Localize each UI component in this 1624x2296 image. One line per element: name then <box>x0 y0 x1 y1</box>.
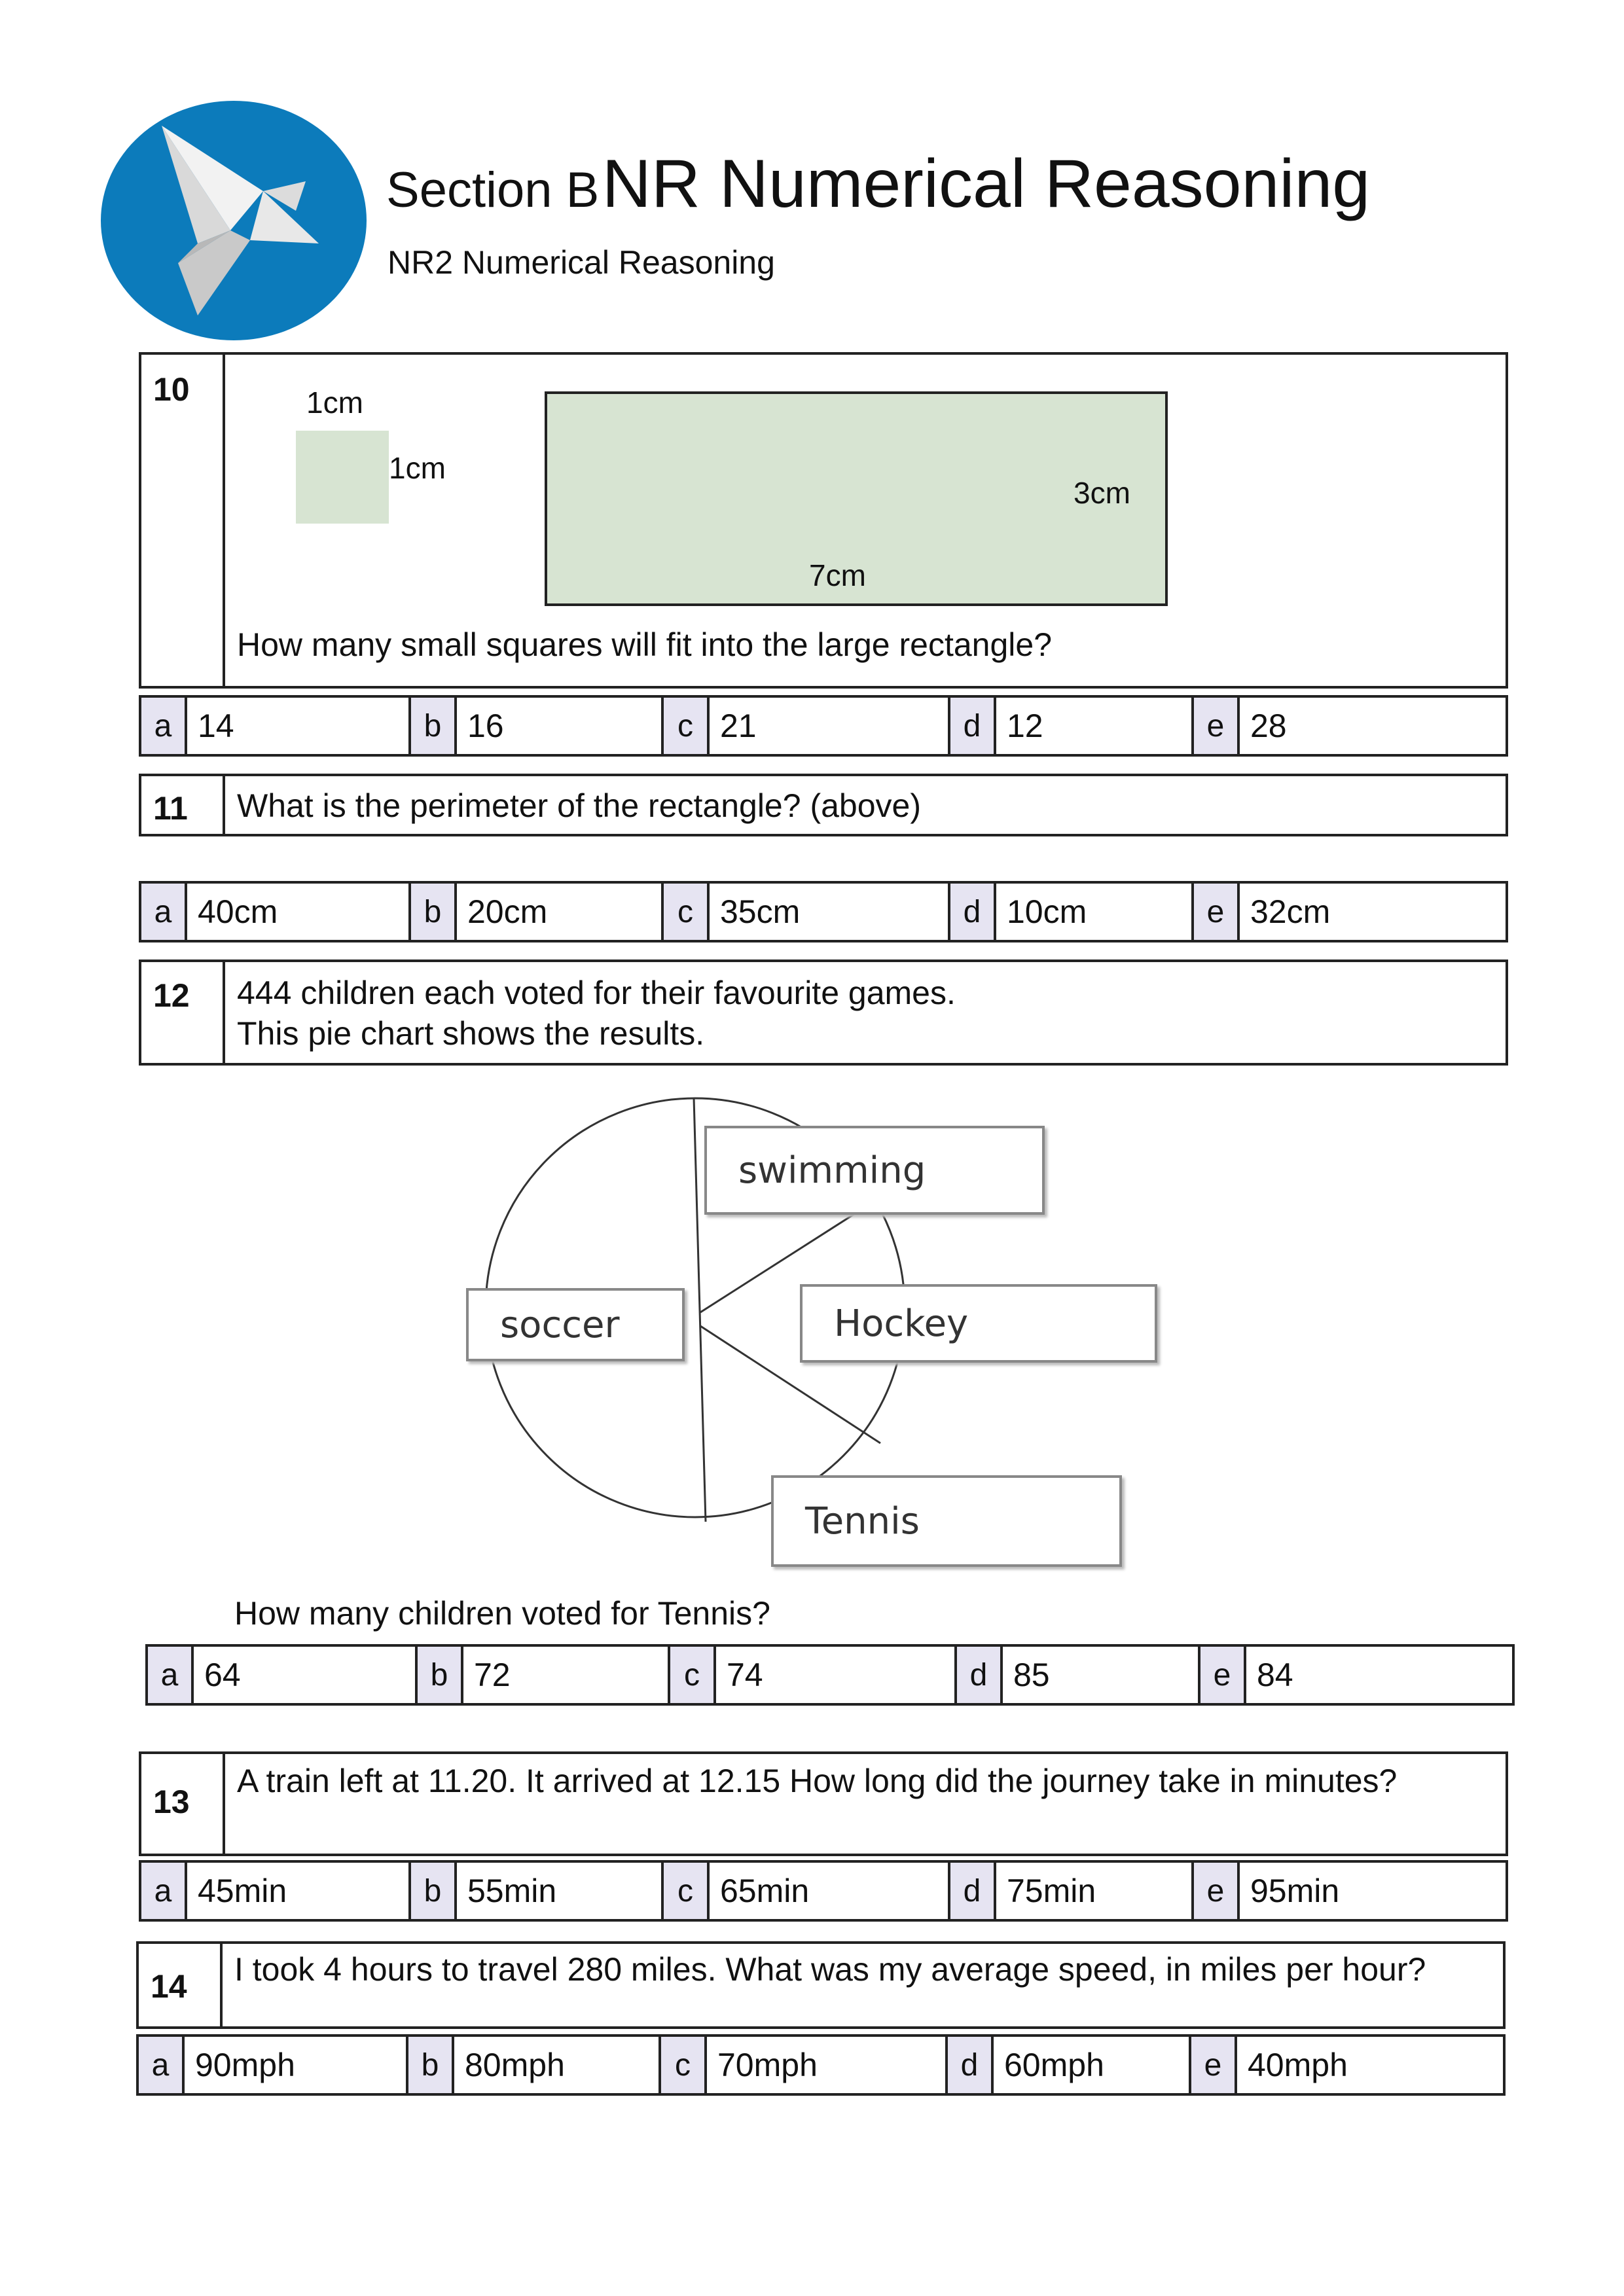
question-text: I took 4 hours to travel 280 miles. What… <box>234 1951 1426 1988</box>
pie-question-text: How many children voted for Tennis? <box>234 1595 770 1632</box>
question-text: What is the perimeter of the rectangle? … <box>237 787 921 824</box>
large-rectangle <box>545 391 1168 606</box>
question-14-box: 14 I took 4 hours to travel 280 miles. W… <box>136 1941 1506 2029</box>
section-prefix: Section B <box>386 162 600 218</box>
large-rectangle-bottom-label: 7cm <box>809 558 866 592</box>
pie-label-soccer: soccer <box>466 1288 685 1361</box>
question-11-box: 11 What is the perimeter of the rectangl… <box>139 774 1508 836</box>
question-text-line-2: This pie chart shows the results. <box>237 1015 705 1052</box>
question-number: 13 <box>153 1784 190 1820</box>
small-square-top-label: 1cm <box>306 386 363 420</box>
question-10-box: 10 1cm 1cm 3cm 7cm How many small square… <box>139 352 1508 689</box>
section-title: NR Numerical Reasoning <box>602 146 1371 222</box>
page-subtitle: NR2 Numerical Reasoning <box>388 244 775 281</box>
pie-label-swimming: swimming <box>704 1126 1045 1215</box>
question-number: 11 <box>153 790 188 827</box>
large-rectangle-side-label: 3cm <box>1074 476 1130 510</box>
question-number: 12 <box>153 977 190 1014</box>
question-number: 14 <box>151 1968 187 2005</box>
small-square-side-label: 1cm <box>389 451 446 485</box>
pie-label-hockey: Hockey <box>800 1284 1157 1363</box>
question-text: How many small squares will fit into the… <box>237 626 1052 663</box>
question-12-box: 12 444 children each voted for their fav… <box>139 960 1508 1066</box>
origami-bird-icon <box>101 101 367 340</box>
page-title: Section B NR Numerical Reasoning <box>386 145 1370 223</box>
question-text-line-1: 444 children each voted for their favour… <box>237 975 956 1011</box>
pie-label-tennis: Tennis <box>771 1475 1122 1567</box>
logo <box>99 99 368 342</box>
question-number: 10 <box>153 371 190 408</box>
question-13-box: 13 A train left at 11.20. It arrived at … <box>139 1751 1508 1856</box>
small-square <box>296 431 389 524</box>
question-text: A train left at 11.20. It arrived at 12.… <box>237 1763 1398 1799</box>
